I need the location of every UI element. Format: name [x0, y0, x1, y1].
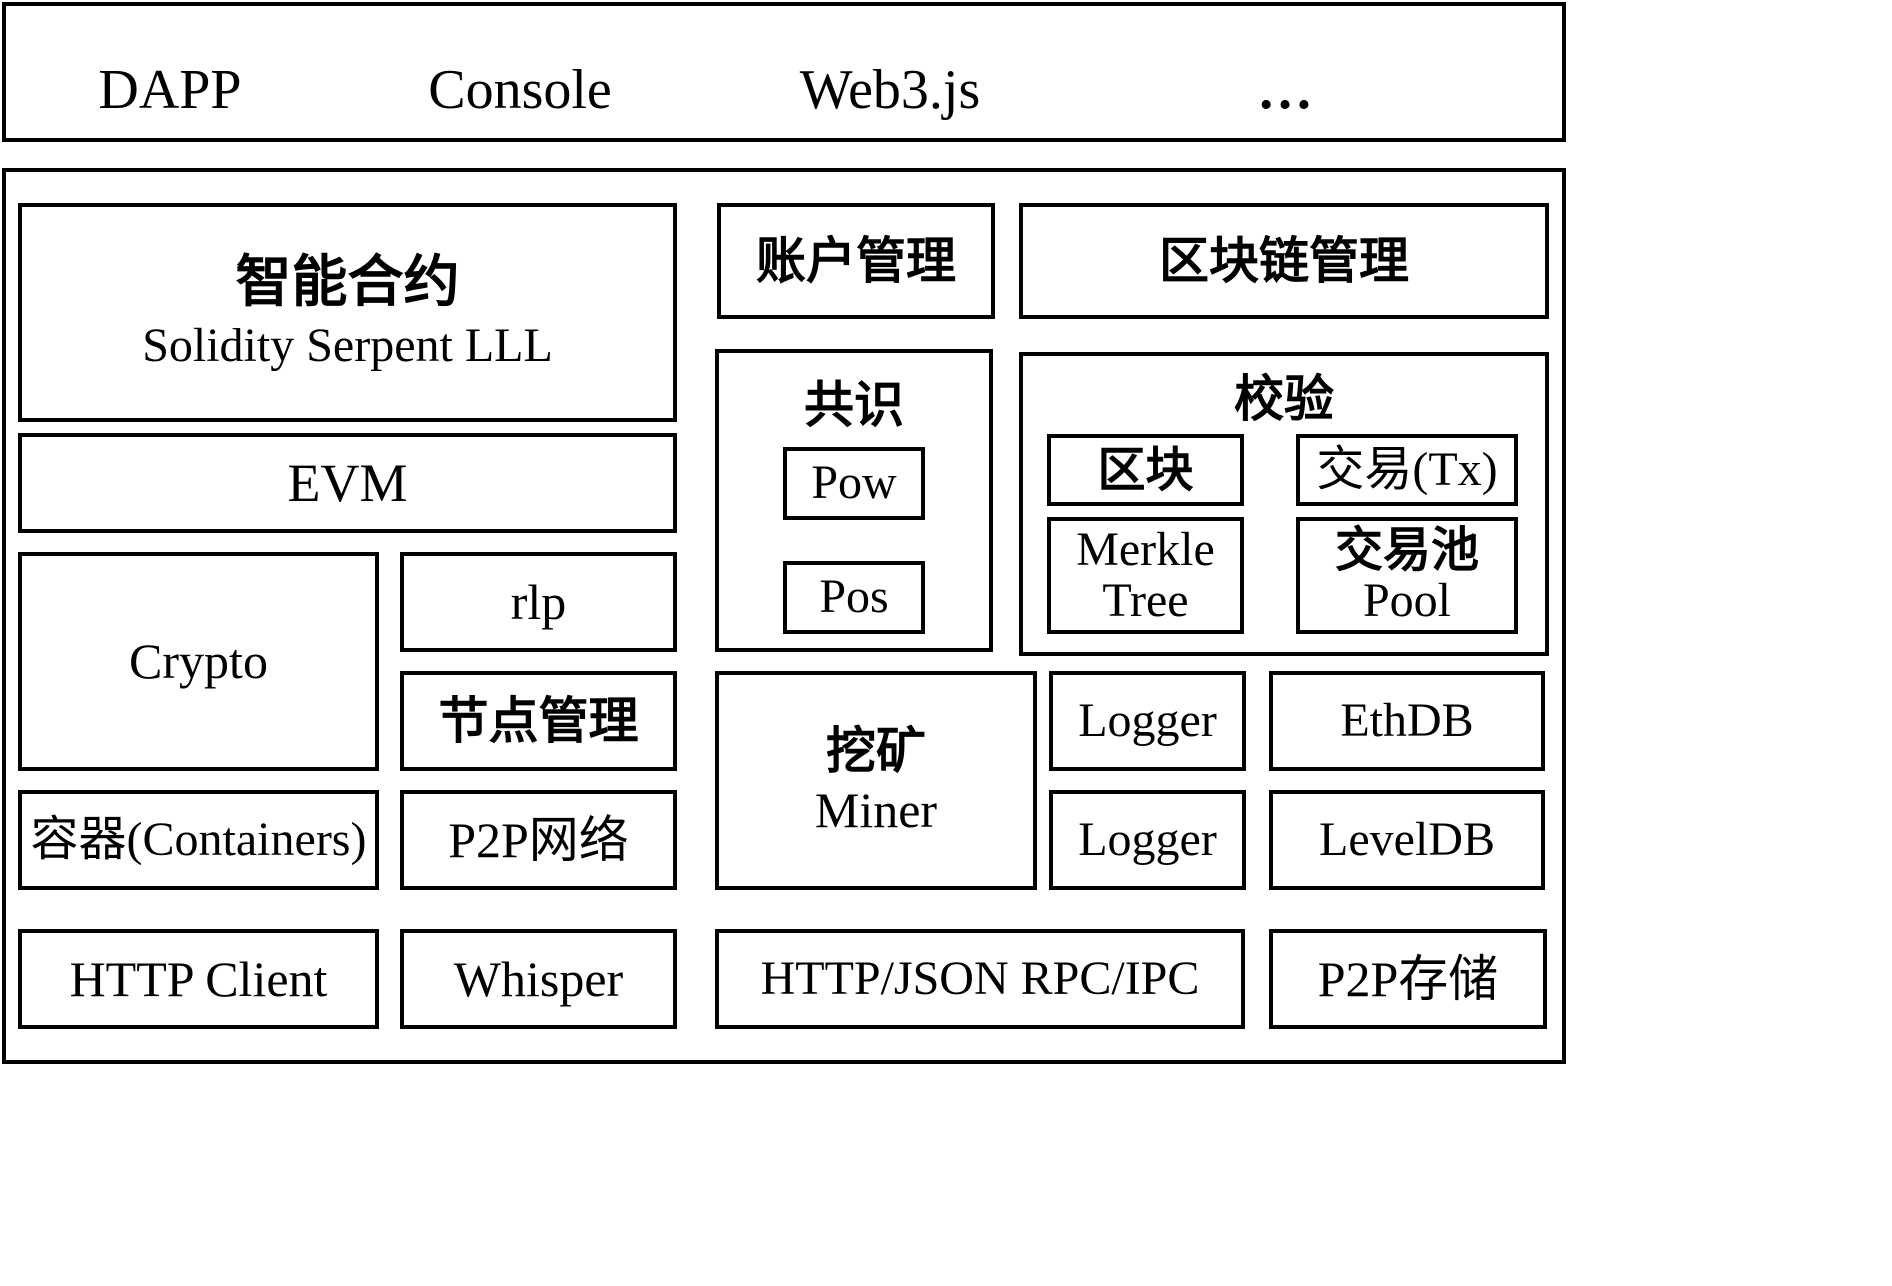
pos-label: Pos: [819, 570, 889, 624]
containers-box: [18, 790, 379, 890]
logger-label-2: Logger: [1078, 812, 1217, 866]
node-management-label: 节点管理: [438, 691, 639, 750]
whisper-label: Whisper: [453, 950, 624, 1007]
top-layer-box: [2, 2, 1566, 142]
evm-box: [18, 433, 677, 533]
smart-contract-languages: Solidity Serpent LLL: [142, 318, 553, 372]
rlp-label: rlp: [510, 573, 567, 630]
tx-pool-line1: 交易池: [1334, 522, 1479, 579]
p2p-network-box: [400, 790, 677, 890]
http-client-label: HTTP Client: [69, 950, 328, 1007]
top-item-dapp: DAPP: [98, 59, 242, 121]
logger-box-2: [1049, 790, 1246, 890]
mining-box: [715, 671, 1037, 890]
smart-contract-label: 智能合约 Solidity Serpent LLL: [18, 203, 677, 422]
mining-label: 挖矿 Miner: [715, 671, 1037, 890]
tx-pool-line2: Pool: [1362, 573, 1452, 627]
validation-title: 校验: [1234, 369, 1334, 428]
crypto-box: [18, 552, 379, 771]
smart-contract-title: 智能合约: [235, 249, 460, 315]
crypto-label: Crypto: [129, 633, 268, 690]
logger-label-1: Logger: [1078, 693, 1217, 747]
transaction-label: 交易(Tx): [1316, 442, 1498, 496]
top-item-ellipsis: …: [1257, 59, 1313, 121]
blockchain-management-box: [1019, 203, 1549, 319]
leveldb-label: LevelDB: [1319, 812, 1495, 866]
blockchain-management-label: 区块链管理: [1159, 231, 1409, 290]
containers-label: 容器(Containers): [30, 812, 367, 866]
rpc-label: HTTP/JSON RPC/IPC: [760, 951, 1200, 1005]
rlp-box: [400, 552, 677, 652]
merkle-tree-box: [1047, 517, 1244, 634]
block-box: [1047, 434, 1244, 506]
top-item-web3js: Web3.js: [799, 59, 981, 121]
tx-pool-label: 交易池 Pool: [1296, 517, 1518, 634]
pos-box: [783, 561, 925, 634]
account-management-label: 账户管理: [756, 231, 956, 290]
transaction-box: [1296, 434, 1518, 506]
http-client-box: [18, 929, 379, 1029]
p2p-storage-box: [1269, 929, 1547, 1029]
consensus-title: 共识: [804, 375, 904, 434]
mining-title: 挖矿: [826, 722, 926, 780]
mining-subtitle: Miner: [814, 781, 938, 838]
rpc-box: [715, 929, 1245, 1029]
logger-box-1: [1049, 671, 1246, 771]
merkle-tree-line2: Tree: [1102, 573, 1189, 627]
node-management-box: [400, 671, 677, 771]
merkle-tree-label: Merkle Tree: [1047, 517, 1244, 634]
p2p-storage-label: P2P存储: [1317, 950, 1499, 1007]
tx-pool-box: [1296, 517, 1518, 634]
pow-box: [783, 447, 925, 520]
evm-label: EVM: [287, 452, 408, 513]
leveldb-box: [1269, 790, 1545, 890]
ethdb-label: EthDB: [1340, 693, 1474, 747]
merkle-tree-line1: Merkle: [1076, 523, 1215, 577]
whisper-box: [400, 929, 677, 1029]
account-management-box: [717, 203, 995, 319]
pow-label: Pow: [811, 456, 897, 510]
ethdb-box: [1269, 671, 1545, 771]
smart-contract-box: [18, 203, 677, 422]
block-label: 区块: [1097, 441, 1194, 498]
top-item-console: Console: [428, 59, 612, 121]
p2p-network-label: P2P网络: [448, 811, 629, 868]
